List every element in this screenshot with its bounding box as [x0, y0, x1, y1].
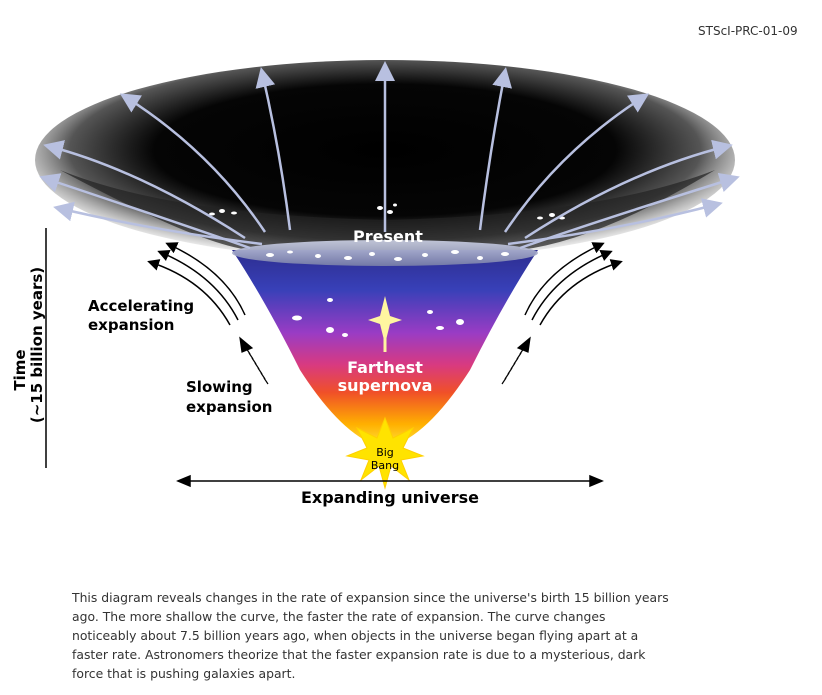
image-credit: STScI-PRC-01-09	[698, 24, 798, 38]
cone-galaxies	[292, 298, 464, 337]
farthest-label-line1: Farthest	[347, 358, 423, 377]
time-label-line2: (~15 billion years)	[28, 267, 46, 423]
slowing-arrow-left	[239, 336, 269, 385]
accelerating-label-line2: expansion	[88, 316, 174, 334]
present-disk	[232, 240, 538, 266]
accelerating-arrows-right	[524, 242, 623, 326]
big-bang-burst	[345, 416, 425, 490]
slowing-label-line1: Slowing	[186, 378, 253, 396]
bigbang-label-line1: Big	[376, 446, 394, 459]
accelerating-label-line1: Accelerating	[88, 297, 194, 315]
farthest-label-line2: supernova	[338, 376, 433, 395]
supernova-star	[368, 296, 402, 352]
expansion-diagram: Present Accelerating expansion Slowing e…	[11, 60, 740, 507]
accelerating-arrows-left	[147, 242, 246, 326]
slowing-arrow-right	[501, 336, 531, 385]
expanding-universe-label: Expanding universe	[301, 488, 479, 507]
time-label-line1: Time	[11, 349, 29, 390]
present-label: Present	[353, 227, 423, 246]
distant-galaxies	[209, 203, 565, 220]
slowing-label-line2: expansion	[186, 398, 272, 416]
expansion-arrows	[39, 61, 740, 250]
caption-text: This diagram reveals changes in the rate…	[72, 590, 669, 681]
expanding-universe-arrow	[176, 474, 604, 488]
bigbang-label-line2: Bang	[371, 459, 399, 472]
universe-funnel-shading	[60, 170, 715, 250]
present-galaxies	[266, 250, 509, 261]
